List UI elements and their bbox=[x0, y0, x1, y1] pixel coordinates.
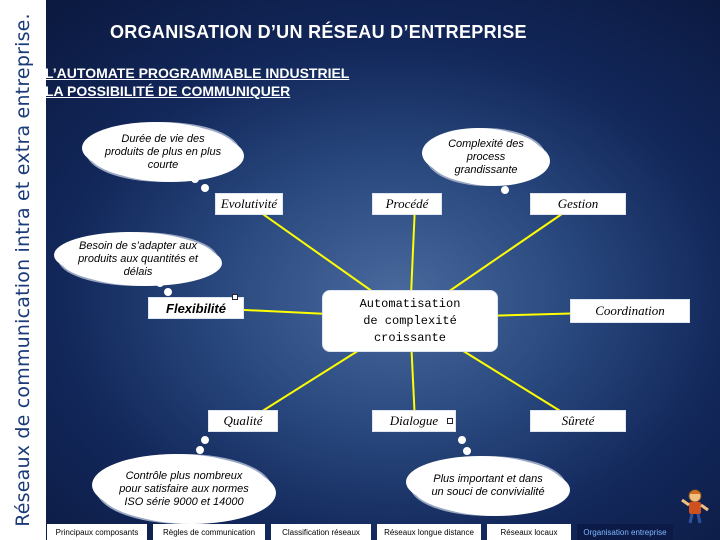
cloud-complexite-text: Complexité des process grandissante bbox=[448, 137, 524, 176]
flexibilite-marker bbox=[232, 294, 238, 300]
cloud-duree: Durée de vie des produits de plus en plu… bbox=[88, 124, 238, 180]
sidebar bbox=[0, 0, 46, 540]
nav-organisation-entreprise[interactable]: Organisation entreprise bbox=[577, 524, 673, 540]
center-line-3: croissante bbox=[373, 330, 446, 345]
dialogue-marker bbox=[447, 418, 453, 424]
cloud-important: Plus important et dans un souci de convi… bbox=[412, 458, 564, 514]
nav-principaux-composants[interactable]: Principaux composants bbox=[47, 524, 147, 540]
nav-regles-communication[interactable]: Règles de communication bbox=[153, 524, 265, 540]
node-surete: Sûreté bbox=[530, 410, 626, 432]
center-line-1: Automatisation bbox=[359, 296, 461, 311]
center-line-2: de complexité bbox=[363, 313, 457, 328]
node-evolutivite: Evolutivité bbox=[215, 193, 283, 215]
bottom-navigation: Principaux composants Règles de communic… bbox=[47, 524, 720, 540]
nav-reseaux-locaux[interactable]: Réseaux locaux bbox=[487, 524, 571, 540]
subtitle: L’AUTOMATE PROGRAMMABLE INDUSTRIEL LA PO… bbox=[45, 64, 349, 100]
cloud-important-text: Plus important et dans un souci de convi… bbox=[431, 473, 545, 498]
cloud-besoin: Besoin de s’adapter aux produits aux qua… bbox=[60, 234, 216, 284]
node-coordination: Coordination bbox=[570, 299, 690, 323]
subtitle-line-1: L’AUTOMATE PROGRAMMABLE INDUSTRIEL bbox=[45, 65, 350, 81]
cloud-controle: Contrôle plus nombreux pour satisfaire a… bbox=[98, 456, 270, 522]
node-qualite: Qualité bbox=[208, 410, 278, 432]
node-procede: Procédé bbox=[372, 193, 442, 215]
page-title: ORGANISATION D’UN RÉSEAU D’ENTREPRISE bbox=[110, 22, 527, 42]
node-dialogue: Dialogue bbox=[372, 410, 456, 432]
node-gestion: Gestion bbox=[530, 193, 626, 215]
cloud-controle-text: Contrôle plus nombreux pour satisfaire a… bbox=[119, 469, 249, 508]
mascot-icon bbox=[681, 489, 709, 524]
subtitle-line-2: LA POSSIBILITÉ DE COMMUNIQUER bbox=[45, 83, 291, 99]
node-flexibilite: Flexibilité bbox=[148, 297, 244, 319]
cloud-complexite: Complexité des process grandissante bbox=[428, 130, 544, 184]
nav-classification-reseaux[interactable]: Classification réseaux bbox=[271, 524, 371, 540]
cloud-duree-text: Durée de vie des produits de plus en plu… bbox=[104, 132, 222, 171]
node-center: Automatisation de complexité croissante bbox=[322, 290, 498, 352]
cloud-besoin-text: Besoin de s’adapter aux produits aux qua… bbox=[78, 239, 198, 278]
nav-reseaux-longue-distance[interactable]: Réseaux longue distance bbox=[377, 524, 481, 540]
